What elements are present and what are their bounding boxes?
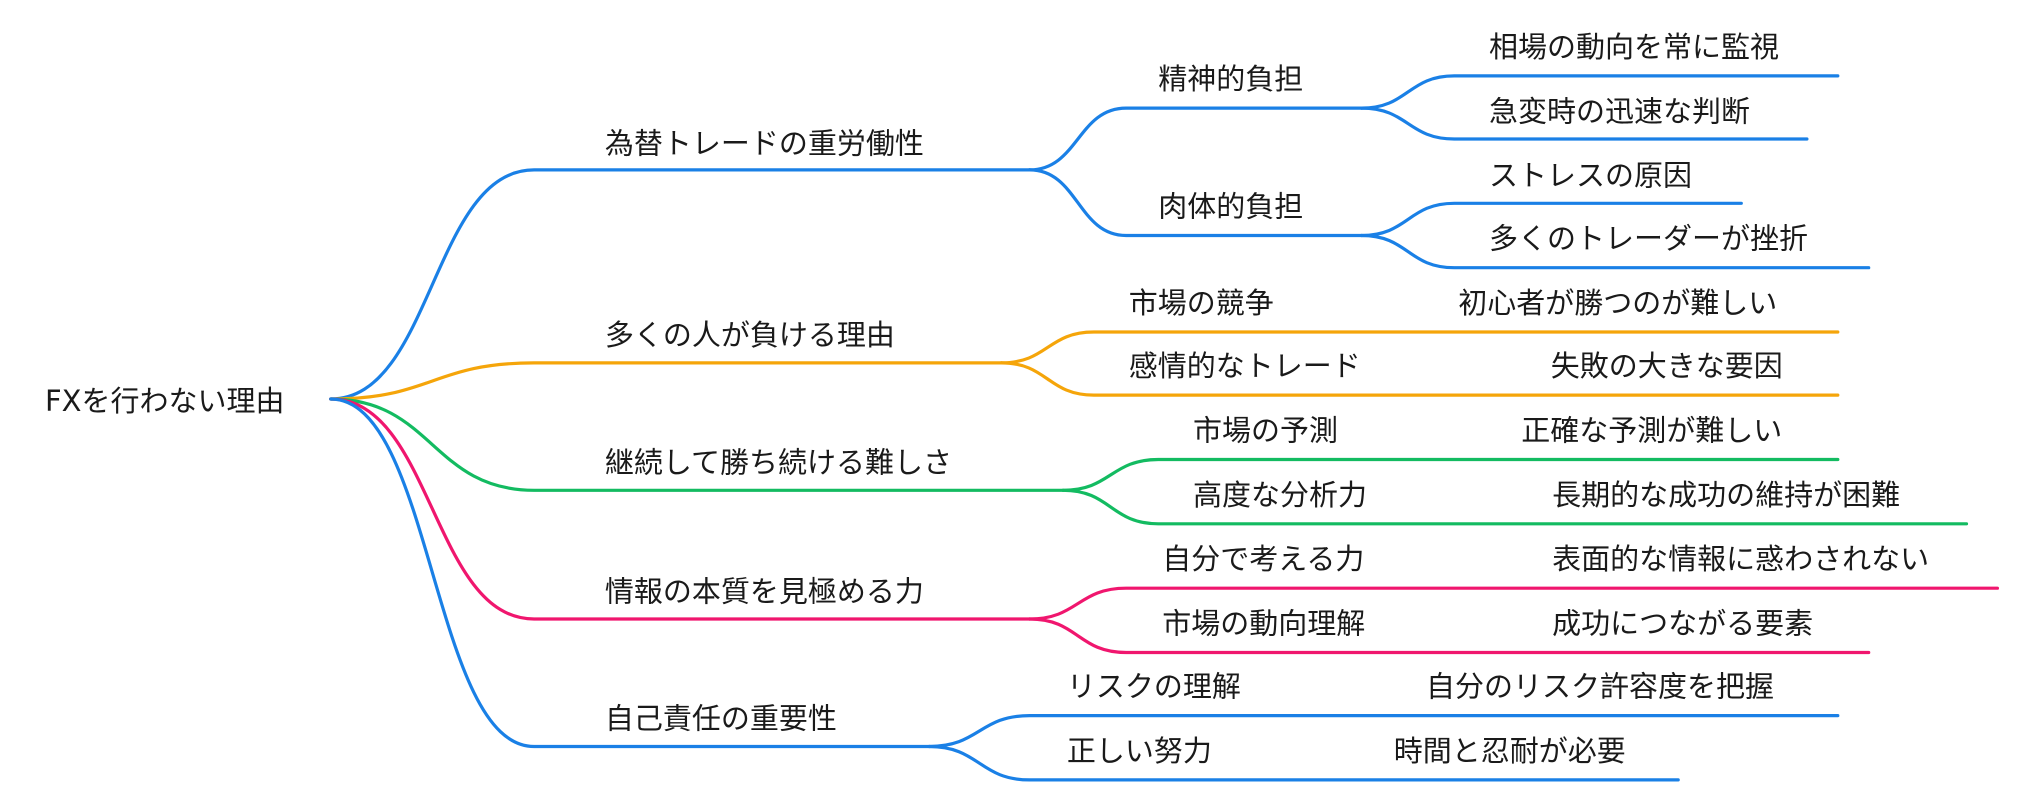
branch-5-sub-2-label: 正しい努力 [1067,734,1212,768]
branch-5-sub-2-leaf-1-label: 時間と忍耐が必要 [1394,734,1626,768]
root-to-branch-4-connector [329,397,1032,621]
branch-5-label: 自己責任の重要性 [605,702,837,736]
branch-4-sub-2-leaf-1-label: 成功につながる要素 [1552,607,1813,641]
root-to-branch-3-connector [329,397,1065,492]
branch-1-sub-2-label: 肉体的負担 [1158,190,1303,224]
branch-4-sub-2-label: 市場の動向理解 [1162,607,1365,641]
branch-1-sub-2-connector [1028,168,1364,238]
branch-1-sub-1-label: 精神的負担 [1158,62,1303,96]
branch-2-label: 多くの人が負ける理由 [605,318,895,352]
branch-1-sub-1-leaf-2-label: 急変時の迅速な判断 [1489,94,1750,128]
branch-4-sub-1-label: 自分で考える力 [1162,542,1364,576]
root-to-branch-2-connector [329,361,1003,401]
branch-3-label: 継続して勝ち続ける難しさ [605,446,952,480]
label-layer: FXを行わない理由 為替トレードの重労働性 精神的負担 相場の動向を常に監視急変時の… [45,30,1929,768]
branch-4-sub-2-connector [1028,617,1871,655]
branch-2-sub-1-connector [999,330,1840,365]
branch-4-sub-1-leaf-1-label: 表面的な情報に惑わされない [1552,542,1929,576]
branch-1-label: 為替トレードの重労働性 [605,126,924,160]
branch-2-sub-2-connector [999,361,1840,397]
root-to-branch-1-connector [329,168,1032,401]
branch-3-sub-1-leaf-1-label: 正確な予測が難しい [1521,413,1782,447]
branch-1-sub-2-leaf-1-label: ストレスの原因 [1489,159,1692,193]
branch-1-sub-1-connector [1028,106,1364,172]
branch-1-sub-2-leaf-1-connector [1360,201,1743,238]
branch-3-sub-2-connector [1061,488,1969,526]
branch-3-sub-1-connector [1061,457,1840,492]
branch-3-sub-1-label: 市場の予測 [1193,413,1338,447]
branch-1-sub-2-leaf-2-connector [1360,233,1871,270]
branch-5-sub-1-label: リスクの理解 [1067,670,1241,704]
branch-4-sub-1-connector [1028,586,1999,621]
branch-1-sub-1-leaf-1-connector [1360,74,1840,110]
branch-3-sub-2-label: 高度な分析力 [1193,478,1367,512]
branch-5-sub-1-connector [927,714,1840,749]
branch-1-sub-1-leaf-1-label: 相場の動向を常に監視 [1489,30,1779,64]
branch-1-sub-1-leaf-2-connector [1360,106,1809,141]
branch-1-sub-2-leaf-2-label: 多くのトレーダーが挫折 [1489,222,1808,256]
branch-2-sub-2-label: 感情的なトレード [1129,349,1361,383]
root-to-branch-5-connector [329,397,931,749]
branch-3-sub-2-leaf-1-label: 長期的な成功の維持が困難 [1552,478,1900,512]
branch-2-sub-1-label: 市場の競争 [1129,286,1274,320]
branch-4-label: 情報の本質を見極める力 [605,574,924,608]
connector-layer [329,74,1999,782]
branch-5-sub-1-leaf-1-label: 自分のリスク許容度を把握 [1426,670,1774,704]
branch-5-sub-2-connector [927,744,1680,782]
branch-2-sub-1-leaf-1-label: 初心者が勝つのが難しい [1458,286,1777,320]
branch-2-sub-2-leaf-1-label: 失敗の大きな要因 [1551,349,1783,383]
root-node-label: FXを行わない理由 [45,384,285,418]
